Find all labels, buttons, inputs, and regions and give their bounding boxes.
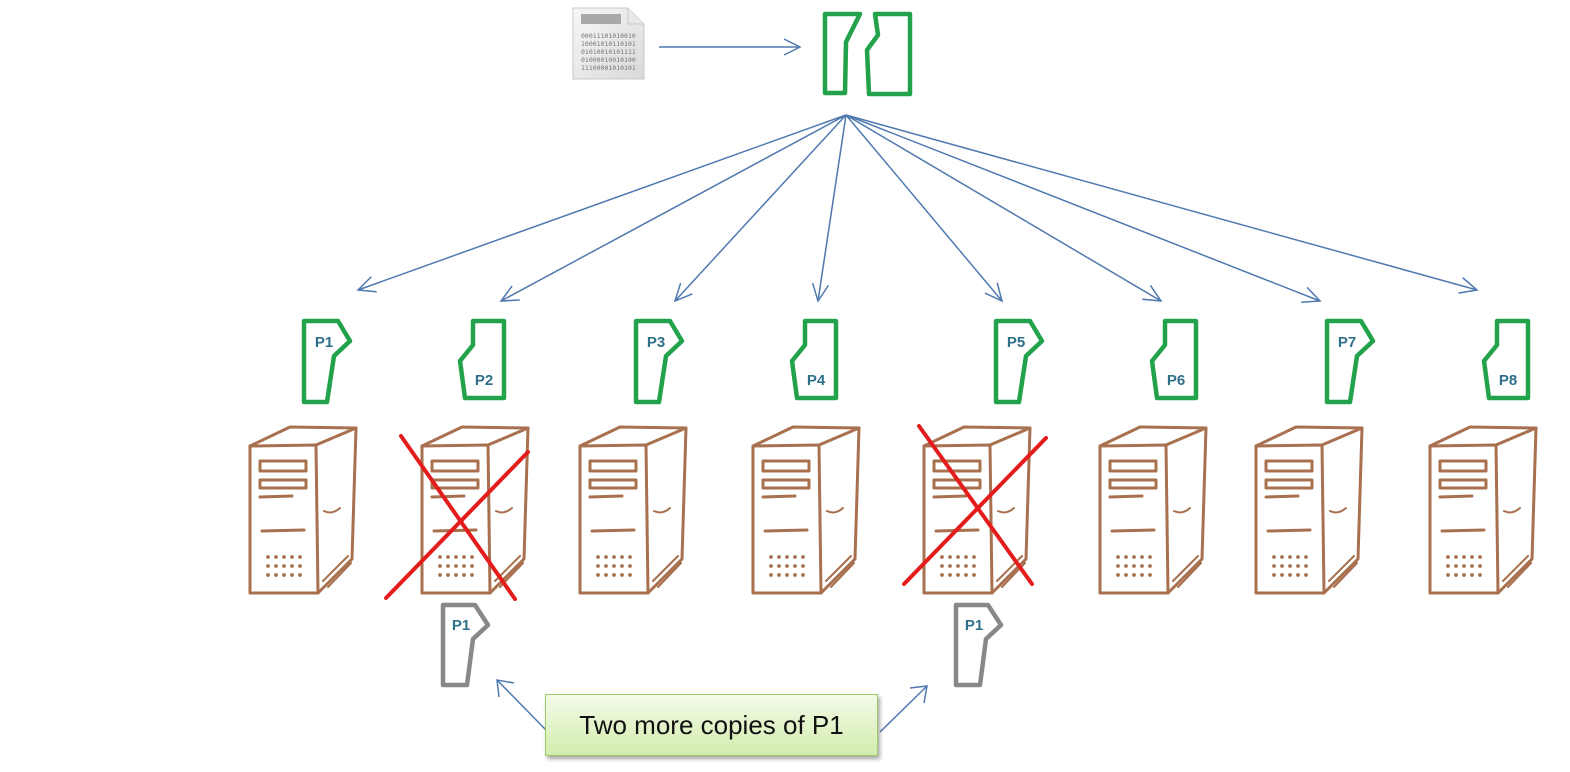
server-6: [1098, 425, 1208, 595]
partition-piece-p8: P8: [1481, 318, 1531, 401]
binary-line: 01000010010100: [581, 56, 636, 64]
distribution-arrow: [845, 114, 1322, 303]
partition-piece-p6: P6: [1149, 318, 1199, 401]
server-2: [384, 425, 530, 601]
replica-copies: P1 P1: [440, 602, 1004, 688]
partition-shape: [1481, 318, 1531, 401]
server-4: [751, 425, 861, 595]
replica-shape: [440, 602, 491, 688]
server-3: [578, 425, 688, 595]
server-7: [1254, 425, 1364, 595]
binary-line: 10001010110101: [581, 40, 636, 48]
server-tower-icon: [1098, 425, 1208, 595]
replica-label: P1: [452, 617, 470, 634]
server-tower-icon: [751, 425, 861, 595]
binary-line: 01010010101111: [581, 48, 636, 56]
partition-shape: [993, 318, 1045, 405]
distribution-arrow: [845, 114, 1479, 294]
partition-piece-p4: P4: [789, 318, 839, 401]
partition-label: P5: [1007, 334, 1025, 351]
partition-piece-p2: P2: [457, 318, 507, 401]
server-5: [902, 424, 1048, 595]
note-arrows: [496, 679, 928, 733]
server-row: [248, 424, 1538, 601]
partition-label: P7: [1338, 334, 1356, 351]
distribution-arrow: [811, 114, 847, 303]
red-x-icon: [902, 424, 1048, 586]
partition-label: P2: [475, 372, 493, 389]
partition-shape: [789, 318, 839, 401]
partition-piece-p7: P7: [1324, 318, 1376, 405]
callout-note: Two more copies of P1: [545, 694, 878, 756]
partition-piece-p5: P5: [993, 318, 1045, 405]
distribution-arrow: [845, 114, 1163, 302]
split-file-icon: [822, 11, 913, 97]
partition-shape: [633, 318, 685, 405]
partition-shape: [1149, 318, 1199, 401]
server-1: [248, 425, 358, 595]
server-8: [1428, 425, 1538, 595]
replica-label: P1: [965, 617, 983, 634]
partition-shape: [1324, 318, 1376, 405]
file-to-splitter-arrow: [659, 38, 802, 56]
partition-label: P8: [1499, 372, 1517, 389]
callout-note-text: Two more copies of P1: [579, 709, 844, 740]
distribution-arrows: [356, 114, 1479, 303]
distribution-arrow: [845, 114, 1004, 303]
distribution-arrow: [499, 114, 847, 302]
server-tower-icon: [420, 425, 530, 595]
partition-piece-p1: P1: [301, 318, 353, 405]
partition-label: P3: [647, 334, 665, 351]
replica-copy-p1: P1: [953, 602, 1004, 688]
binary-line: 11100001010101: [581, 64, 636, 72]
distribution-arrow: [356, 114, 847, 293]
server-tower-icon: [578, 425, 688, 595]
binary-file-icon: 0001110101001010001010110101010100101011…: [572, 7, 645, 80]
distribution-arrow: [673, 114, 847, 303]
binary-line: 00011101010010: [581, 32, 636, 40]
replica-shape: [953, 602, 1004, 688]
partition-label: P1: [315, 334, 333, 351]
server-tower-icon: [1428, 425, 1538, 595]
server-tower-icon: [248, 425, 358, 595]
server-tower-icon: [1254, 425, 1364, 595]
red-x-icon: [384, 434, 530, 601]
replica-copy-p1: P1: [440, 602, 491, 688]
partition-shape: [457, 318, 507, 401]
partition-piece-p3: P3: [633, 318, 685, 405]
partition-label: P6: [1167, 372, 1185, 389]
partition-shape: [301, 318, 353, 405]
partition-label: P4: [807, 372, 826, 389]
